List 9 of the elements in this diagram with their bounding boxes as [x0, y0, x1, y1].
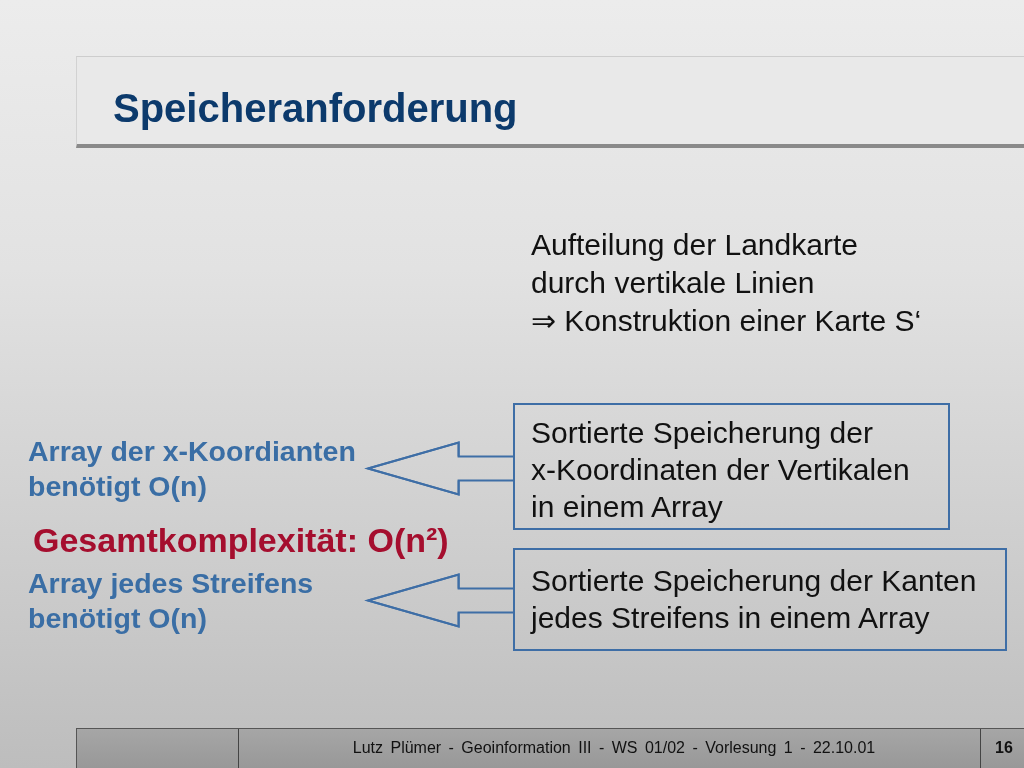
annotation-text: Array jedes Streifens benötigt O(n) — [28, 565, 368, 636]
highlight-text: Gesamtkomplexität: O(n²) — [33, 520, 449, 560]
annotation-text: Array der x-Koordianten benötigt O(n) — [28, 433, 368, 504]
text-box: Sortierte Speicherung der x-Koordinaten der Vertikalen in einem Array — [513, 403, 950, 530]
text-box: Sortierte Speicherung der Kanten jedes Streifens in einem Array — [513, 548, 1007, 651]
body-text: ⇒ Konstruktion einer Karte S‘ — [531, 303, 922, 339]
footer-text: Lutz Plümer - Geoinformation III - WS 01/02 - Vorlesung 1 - 22.10.01 — [352, 738, 876, 758]
slide-title: Speicheranforderung — [113, 85, 518, 131]
page-number: 16 — [995, 738, 1013, 758]
